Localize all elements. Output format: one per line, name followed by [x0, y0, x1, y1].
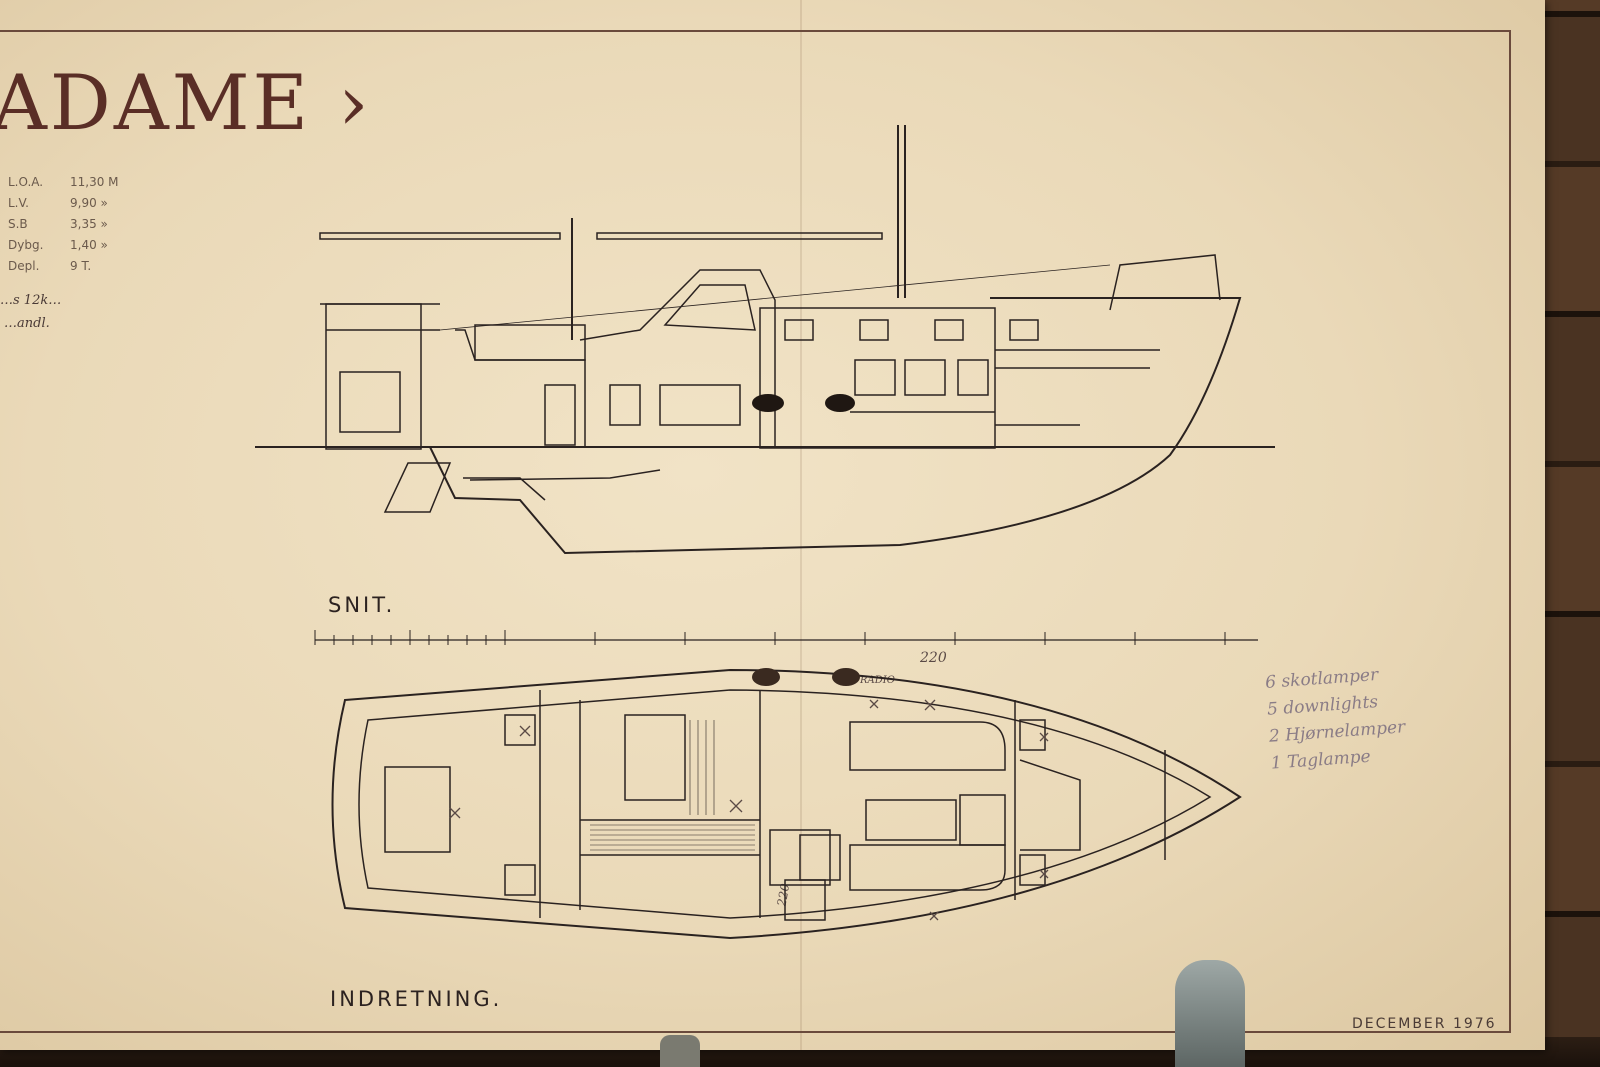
spec-key: Dybg. [8, 238, 44, 252]
spec-key: L.V. [8, 196, 29, 210]
binder-hole [752, 394, 784, 412]
spec-value: 3,35 » [70, 217, 108, 231]
spec-value: 9 T. [70, 259, 92, 273]
cabin-sole-planks [590, 720, 755, 851]
plan-view-drawing [331, 668, 1242, 940]
drawing-border [0, 30, 1511, 1033]
spec-row: L.O.A. 11,30 M [8, 172, 150, 193]
binder-clip [1175, 960, 1245, 1067]
spec-table: L.O.A. 11,30 M L.V. 9,90 » S.B 3,35 » Dybg.… [8, 172, 150, 277]
annotation-220: 220 [920, 650, 947, 666]
spec-value: 1,40 » [70, 238, 108, 252]
annotation-radio: RADIO [860, 675, 895, 686]
binder-clip [660, 1035, 700, 1067]
paper-fold [800, 0, 802, 1050]
binder-hole [752, 668, 780, 686]
spec-value: 11,30 M [70, 175, 119, 189]
spec-row: L.V. 9,90 » [8, 193, 150, 214]
boat-name-title: ADAME › [0, 58, 372, 147]
margin-note: …s 12k… [0, 293, 62, 308]
spec-row: Dybg. 1,40 » [8, 235, 150, 256]
spec-key: L.O.A. [8, 175, 44, 189]
spec-key: Depl. [8, 259, 40, 273]
spec-row: Depl. 9 T. [8, 256, 150, 277]
spec-key: S.B [8, 217, 28, 231]
blueprint-sheet: ADAME › L.O.A. 11,30 M L.V. 9,90 » S.B 3,35… [0, 0, 1545, 1050]
margin-note: …andl. [4, 316, 50, 331]
plan-view-label: INDRETNING. [330, 987, 503, 1011]
lamp-marks [449, 699, 1049, 921]
binder-hole [832, 668, 860, 686]
side-section-drawing [255, 125, 1275, 555]
drawing-date: DECEMBER 1976 [1352, 1016, 1497, 1032]
binder-hole [825, 394, 855, 412]
section-view-label: SNIT. [328, 593, 396, 617]
spec-row: S.B 3,35 » [8, 214, 150, 235]
spec-value: 9,90 » [70, 196, 108, 210]
